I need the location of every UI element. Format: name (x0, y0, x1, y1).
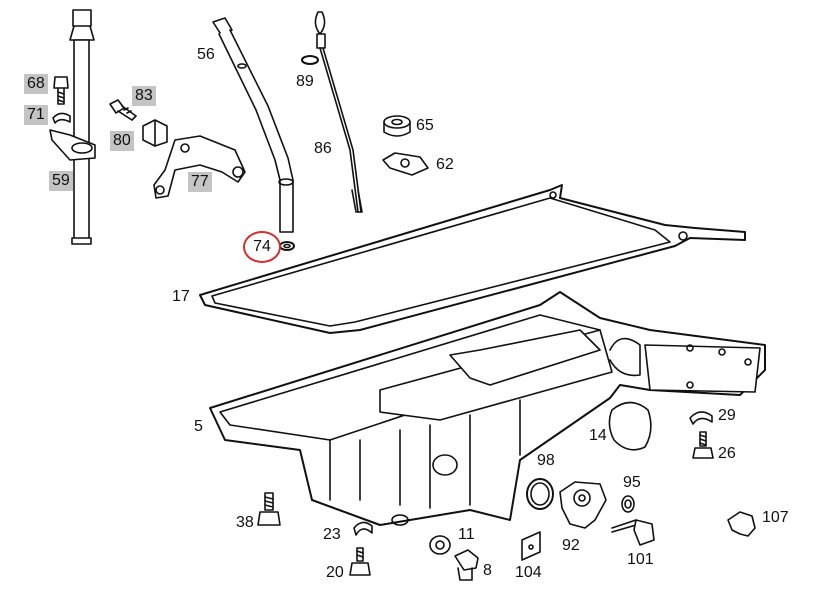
part-label-89[interactable]: 89 (296, 73, 314, 90)
part-14-drawing (608, 401, 652, 451)
part-label-20[interactable]: 20 (326, 564, 344, 581)
part-label-104[interactable]: 104 (515, 564, 542, 581)
part-label-101[interactable]: 101 (627, 551, 654, 568)
part-label-80[interactable]: 80 (110, 131, 134, 151)
part-label-5[interactable]: 5 (194, 418, 203, 435)
part-label-98[interactable]: 98 (537, 452, 555, 469)
part-label-68[interactable]: 68 (24, 74, 48, 94)
part-107-drawing (727, 511, 756, 537)
part-label-95[interactable]: 95 (623, 474, 641, 491)
part-104-drawing (521, 531, 541, 561)
part-98-drawing (526, 478, 554, 510)
part-label-11[interactable]: 11 (458, 526, 475, 543)
part-29-drawing (689, 411, 713, 425)
part-59-drawing (49, 9, 96, 245)
part-89-drawing (301, 55, 319, 65)
part-label-59[interactable]: 59 (49, 171, 73, 191)
part-label-17[interactable]: 17 (172, 288, 190, 305)
part-label-74-selected[interactable]: 74 (243, 231, 281, 263)
part-label-65[interactable]: 65 (416, 117, 434, 134)
part-77-drawing (153, 135, 246, 199)
part-label-8[interactable]: 8 (483, 562, 492, 579)
part-80-drawing (142, 119, 168, 147)
part-label-14[interactable]: 14 (589, 427, 607, 444)
part-label-92[interactable]: 92 (562, 537, 580, 554)
part-71-drawing (52, 112, 71, 124)
part-label-71[interactable]: 71 (24, 105, 48, 125)
part-26-drawing (692, 431, 714, 459)
part-65-drawing (383, 115, 411, 137)
part-95-drawing (621, 495, 635, 513)
part-label-107[interactable]: 107 (762, 509, 789, 526)
part-74-drawing (279, 241, 295, 251)
part-label-56[interactable]: 56 (197, 46, 215, 63)
part-label-26[interactable]: 26 (718, 445, 736, 462)
part-8-drawing (454, 549, 479, 581)
part-label-83[interactable]: 83 (132, 86, 156, 106)
part-label-38[interactable]: 38 (236, 514, 254, 531)
part-5-drawing (209, 291, 766, 526)
part-86-drawing (314, 11, 363, 213)
part-label-23[interactable]: 23 (323, 526, 341, 543)
part-38-drawing (257, 492, 281, 526)
part-label-86[interactable]: 86 (314, 140, 332, 157)
part-62-drawing (382, 152, 429, 176)
part-23-drawing (353, 521, 373, 536)
part-56-drawing (212, 17, 294, 233)
part-101-drawing (611, 519, 655, 546)
part-92-drawing (559, 481, 607, 529)
part-17-drawing (199, 184, 746, 334)
part-label-29[interactable]: 29 (718, 407, 736, 424)
part-20-drawing (349, 547, 371, 576)
part-label-62[interactable]: 62 (436, 156, 454, 173)
part-83-drawing (109, 99, 137, 121)
part-68-drawing (53, 76, 69, 105)
part-label-77[interactable]: 77 (188, 172, 212, 192)
part-11-drawing (429, 535, 451, 555)
